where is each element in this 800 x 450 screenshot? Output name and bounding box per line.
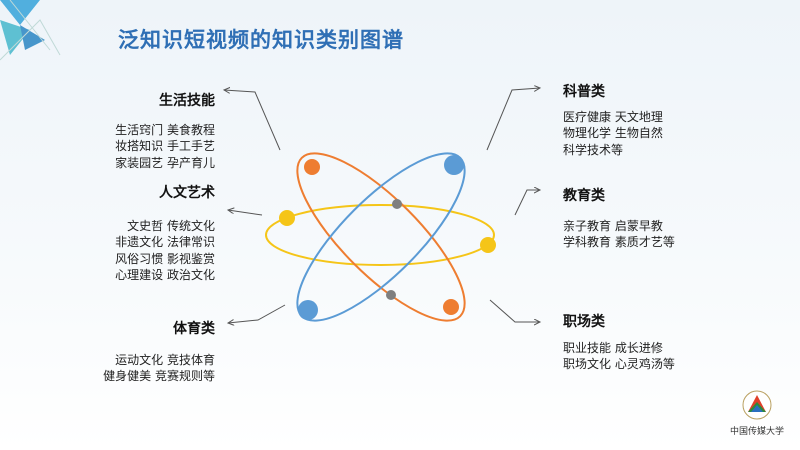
connector-arrow bbox=[224, 90, 281, 151]
category-heading: 人文艺术 bbox=[159, 185, 215, 201]
category-item: 健身健美 竞赛规则等 bbox=[103, 369, 215, 383]
category-item: 文史哲 传统文化 bbox=[127, 218, 215, 233]
category-item: 妆搭知识 手工手艺 bbox=[115, 139, 215, 153]
category-item: 心理建设 政治文化 bbox=[115, 268, 215, 282]
category-life-skills: 生活技能 生活窍门 美食教程 妆搭知识 手工手艺 家装园艺 孕产育儿 bbox=[115, 93, 215, 171]
category-item: 家装园艺 孕产育儿 bbox=[115, 155, 215, 170]
electron-orange bbox=[443, 299, 459, 315]
category-item: 职业技能 成长进修 bbox=[563, 340, 663, 355]
orbit-orange bbox=[296, 152, 466, 322]
category-item: 科学技术等 bbox=[563, 142, 624, 157]
electron-yellow bbox=[279, 210, 295, 226]
category-item: 学科教育 素质才艺等 bbox=[563, 235, 675, 249]
category-sports: 体育类 运动文化 竞技体育 健身健美 竞赛规则等 bbox=[103, 321, 215, 385]
connector-arrow bbox=[514, 190, 540, 216]
category-education: 教育类 亲子教育 启蒙早教 学科教育 素质才艺等 bbox=[563, 188, 675, 251]
category-item: 亲子教育 启蒙早教 bbox=[563, 218, 663, 233]
category-item: 生活窍门 美食教程 bbox=[115, 122, 215, 137]
page-title: 泛知识短视频的知识类别图谱 bbox=[118, 28, 404, 52]
category-humanities: 人文艺术 文史哲 传统文化 非遗文化 法律常识 风俗习惯 影视鉴赏 心理建设 政… bbox=[115, 185, 215, 284]
electron-yellow bbox=[480, 237, 496, 253]
category-item: 职场文化 心灵鸡汤等 bbox=[563, 357, 675, 371]
category-item: 医疗健康 天文地理 bbox=[563, 109, 663, 124]
connector-arrow bbox=[489, 299, 540, 322]
connector-arrow bbox=[228, 304, 286, 323]
category-workplace: 职场类 职业技能 成长进修 职场文化 心灵鸡汤等 bbox=[563, 314, 675, 373]
category-item: 风俗习惯 影视鉴赏 bbox=[115, 251, 215, 266]
category-heading: 体育类 bbox=[173, 321, 215, 337]
category-heading: 生活技能 bbox=[159, 93, 215, 109]
connector-arrow bbox=[228, 210, 263, 216]
category-item: 物理化学 生物自然 bbox=[563, 126, 663, 140]
category-item: 运动文化 竞技体育 bbox=[115, 352, 215, 367]
connector-arrow bbox=[486, 88, 540, 151]
electron-blue bbox=[298, 300, 318, 320]
category-heading: 教育类 bbox=[563, 188, 605, 204]
category-item: 非遗文化 法律常识 bbox=[115, 235, 215, 249]
category-heading: 职场类 bbox=[563, 314, 605, 330]
electron-orange bbox=[304, 159, 320, 175]
university-logo: 中国传媒大学 bbox=[728, 390, 786, 437]
category-heading: 科普类 bbox=[563, 84, 605, 100]
electron-blue bbox=[444, 155, 464, 175]
logo-text: 中国传媒大学 bbox=[729, 427, 784, 437]
logo-emblem-icon bbox=[742, 390, 772, 420]
orbit-yellow bbox=[265, 204, 495, 266]
nucleus-dot bbox=[386, 290, 396, 300]
category-science: 科普类 医疗健康 天文地理 物理化学 生物自然 科学技术等 bbox=[563, 84, 663, 158]
nucleus-dot bbox=[392, 199, 402, 209]
corner-decoration bbox=[0, 0, 61, 61]
